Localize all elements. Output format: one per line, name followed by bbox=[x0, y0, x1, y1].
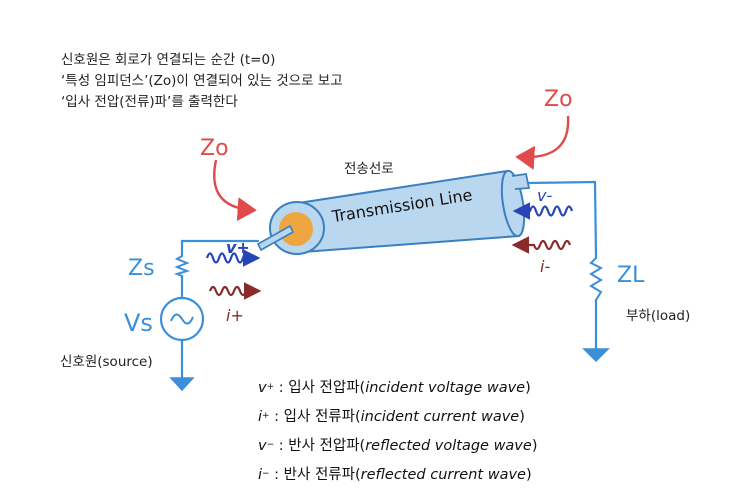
legend-superscript: − bbox=[266, 440, 275, 450]
legend-english: incident voltage wave bbox=[365, 380, 526, 396]
line-korean-label: 전송선로 bbox=[344, 161, 394, 177]
i-plus-label: i+ bbox=[226, 306, 244, 325]
source-name-label: 신호원(source) bbox=[60, 354, 153, 370]
reflected-voltage-wave bbox=[512, 202, 574, 220]
legend-korean: : 입사 전류파( bbox=[269, 409, 361, 425]
zs-label: Zs bbox=[128, 256, 155, 281]
legend-close: ) bbox=[531, 438, 538, 454]
load-wiring bbox=[526, 180, 598, 351]
load-ground-icon bbox=[582, 348, 610, 363]
legend-close: ) bbox=[525, 380, 531, 396]
legend-superscript: + bbox=[262, 411, 270, 421]
z0-left-arrow bbox=[213, 159, 257, 222]
source-ground-icon bbox=[169, 377, 195, 392]
legend-close: ) bbox=[519, 409, 525, 425]
note-line-1: 신호원은 회로가 연결되는 순간 (t=0) bbox=[61, 52, 276, 68]
note-line-2: ‘특성 임피던스’(Zo)이 연결되어 있는 것으로 보고 bbox=[61, 73, 343, 89]
legend-close: ) bbox=[525, 467, 532, 483]
note-line-3: ‘입사 전압(전류)파’를 출력한다 bbox=[61, 94, 238, 110]
transmission-line-cable bbox=[256, 169, 531, 255]
legend-english: incident current wave bbox=[360, 409, 520, 425]
incident-current-wave bbox=[208, 282, 262, 300]
legend-symbol: v bbox=[258, 438, 267, 454]
legend-symbol: i bbox=[258, 409, 263, 425]
load-resistor bbox=[589, 257, 604, 301]
v-minus-label: v- bbox=[537, 186, 552, 205]
legend-superscript: + bbox=[266, 382, 275, 392]
legend-row: i− : 반사 전류파(reflected current wave) bbox=[258, 461, 538, 490]
source-wiring bbox=[180, 239, 260, 380]
legend: v+ : 입사 전압파(incident voltage wave) i+ : … bbox=[258, 374, 538, 490]
z0-left-label: Zo bbox=[200, 136, 229, 161]
zl-label: ZL bbox=[617, 263, 645, 288]
legend-row: v− : 반사 전압파(reflected voltage wave) bbox=[258, 432, 538, 461]
z0-right-arrow bbox=[515, 115, 570, 170]
reflected-current-wave bbox=[511, 236, 572, 254]
legend-symbol: v bbox=[258, 380, 267, 396]
vs-label: Vs bbox=[124, 309, 153, 337]
legend-korean: : 입사 전압파( bbox=[274, 380, 366, 396]
legend-symbol: i bbox=[258, 467, 263, 483]
legend-english: reflected voltage wave bbox=[365, 438, 532, 454]
z0-right-label: Zo bbox=[544, 87, 573, 112]
legend-superscript: − bbox=[262, 469, 270, 479]
v-plus-label: v+ bbox=[226, 238, 250, 257]
explanation-note: 신호원은 회로가 연결되는 순간 (t=0) ‘특성 임피던스’(Zo)이 연결… bbox=[61, 50, 343, 113]
legend-english: reflected current wave bbox=[360, 467, 526, 483]
load-name-label: 부하(load) bbox=[626, 308, 691, 324]
source-resistor bbox=[173, 255, 191, 277]
legend-korean: : 반사 전류파( bbox=[269, 467, 361, 483]
i-minus-label: i- bbox=[540, 257, 550, 276]
legend-korean: : 반사 전압파( bbox=[274, 438, 366, 454]
legend-row: i+ : 입사 전류파(incident current wave) bbox=[258, 403, 538, 432]
incident-voltage-wave bbox=[205, 249, 261, 267]
ac-source bbox=[159, 296, 205, 342]
legend-row: v+ : 입사 전압파(incident voltage wave) bbox=[258, 374, 538, 403]
